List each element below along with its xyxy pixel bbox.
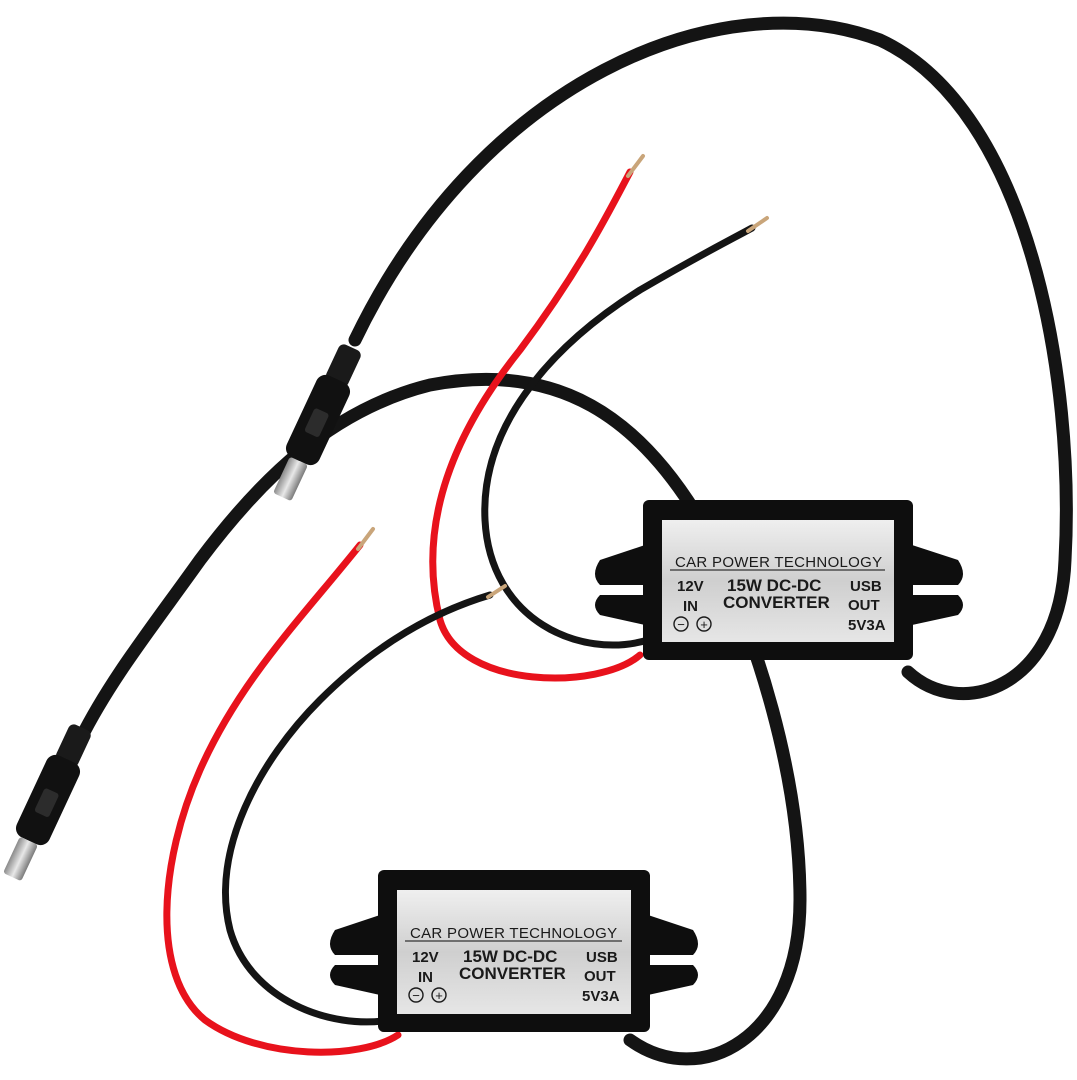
micro-usb-plug-icon (4, 724, 91, 881)
plus-icon: + (431, 987, 447, 1003)
brand-label: CAR POWER TECHNOLOGY (410, 925, 617, 942)
black-input-wire-1 (481, 224, 756, 649)
output-rating-label: 5V3A (848, 617, 886, 634)
svg-text:−: − (412, 988, 420, 1003)
micro-usb-plug-icon (274, 344, 361, 501)
minus-icon: − (673, 616, 689, 632)
type-label: CONVERTER (723, 593, 830, 612)
black-wire-tip-2 (486, 584, 507, 599)
red-input-wire-1 (429, 168, 644, 682)
usb-label: USB (586, 949, 618, 966)
red-wire-tip-1 (626, 154, 645, 178)
input-label: IN (683, 598, 698, 615)
output-label: OUT (848, 597, 880, 614)
svg-text:+: + (435, 988, 443, 1003)
black-input-wire-2 (222, 591, 494, 1026)
red-input-wire-2 (163, 541, 402, 1056)
power-label: 15W DC-DC (463, 947, 557, 966)
svg-text:+: + (700, 617, 708, 632)
input-voltage-label: 12V (677, 578, 704, 595)
minus-icon: − (408, 987, 424, 1003)
output-label: OUT (584, 968, 616, 985)
type-label: CONVERTER (459, 964, 566, 983)
power-label: 15W DC-DC (727, 576, 821, 595)
input-label: IN (418, 969, 433, 986)
black-wire-tip-1 (746, 216, 769, 233)
output-rating-label: 5V3A (582, 988, 620, 1005)
converter-module-1: CAR POWER TECHNOLOGY 12V IN 15W DC-DC CO… (595, 500, 963, 660)
plus-icon: + (696, 616, 712, 632)
svg-text:−: − (677, 617, 685, 632)
brand-label: CAR POWER TECHNOLOGY (675, 554, 882, 571)
converter-module-2: CAR POWER TECHNOLOGY 12V IN 15W DC-DC CO… (330, 870, 698, 1032)
output-cable-1 (348, 16, 1073, 700)
red-wire-tip-2 (356, 527, 375, 551)
input-voltage-label: 12V (412, 949, 439, 966)
output-cable-2 (73, 372, 807, 1066)
usb-label: USB (850, 578, 882, 595)
